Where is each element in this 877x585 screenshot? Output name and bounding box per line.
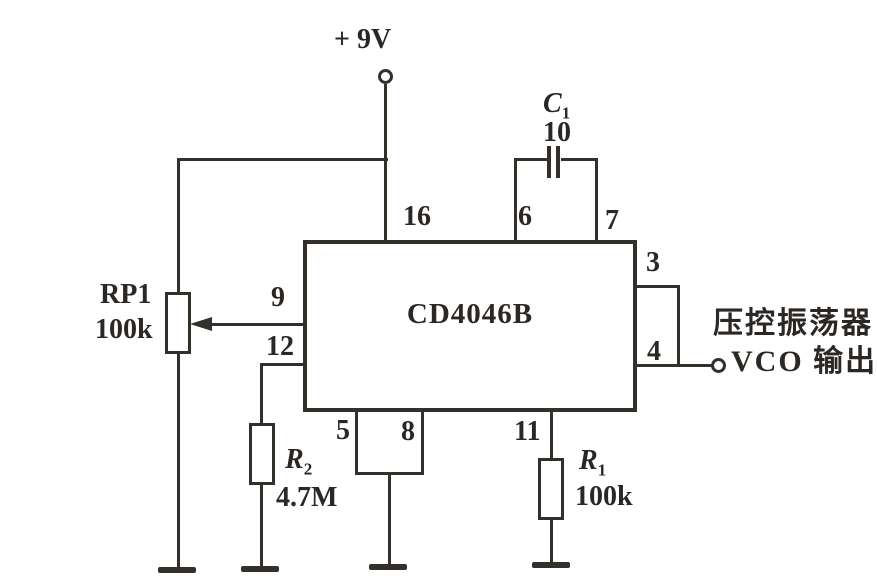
ground-icon-pin58 [369,564,407,570]
wire-pin4-to-output [635,364,712,367]
ic-cd4046b-box: CD4046B [303,240,637,412]
wire-pin5-vertical [355,410,358,475]
wire-pot-bottom [177,351,180,570]
potentiometer-rp1-body [165,292,191,354]
rp1-name-label: RP1 [100,279,152,310]
wire-pin7-vertical [595,158,598,242]
ic-cd4046b-label: CD4046B [406,298,534,330]
resistor-r2-body [249,423,275,485]
wire-pot-top [177,158,180,295]
pin4-label: 4 [647,336,661,367]
pin3-label: 3 [646,247,660,278]
c1-value-label: 10 [543,117,571,148]
wire-power-to-pin16 [384,84,387,242]
r2-value-label: 4.7M [276,482,338,513]
wire-pin3-horizontal [635,285,680,288]
pin5-label: 5 [336,415,350,446]
pin9-label: 9 [271,282,285,313]
wire-r2-bottom [260,482,263,569]
wire-c1-left [514,158,550,161]
wiper-arrow-icon [190,317,212,331]
pin11-label: 11 [514,416,541,447]
wire-pin6-vertical [514,158,517,242]
ground-icon-pot [158,567,196,573]
pin8-label: 8 [401,416,415,447]
pin12-label: 12 [266,331,294,362]
pin7-label: 7 [605,205,619,236]
wire-pin58-to-ground [388,472,391,566]
rp1-value-label: 100k [95,314,153,345]
r2-name-label: R2 [285,444,313,479]
capacitor-plate-icon-left [547,146,551,178]
ground-icon-r2 [241,566,279,572]
power-terminal-icon [378,69,393,84]
r1-name-label: R1 [579,445,607,480]
ground-icon-r1 [532,562,570,568]
wire-r2-top [260,363,263,426]
wire-pin11-vertical [550,410,553,462]
vco-output-terminal-icon [711,358,726,373]
wire-pin8-vertical [421,410,424,475]
vco-output-caption-line2: VCO 输出 [731,345,877,378]
capacitor-plate-icon-right [556,146,560,178]
wire-r1-bottom [550,517,553,564]
wire-wiper-pin9 [208,323,305,326]
power-supply-label: + 9V [334,24,392,55]
c1-name-label: C1 [543,88,571,123]
wire-pin12-horizontal [260,363,306,366]
wire-c1-right [561,158,598,161]
resistor-r1-body [538,458,564,520]
pin16-label: 16 [403,201,431,232]
wire-top-left-horizontal [177,158,388,161]
r1-value-label: 100k [575,481,633,512]
vco-output-caption-line1: 压控振荡器 [713,307,873,340]
wire-pin3-to-pin4 [677,285,680,367]
pin6-label: 6 [518,201,532,232]
